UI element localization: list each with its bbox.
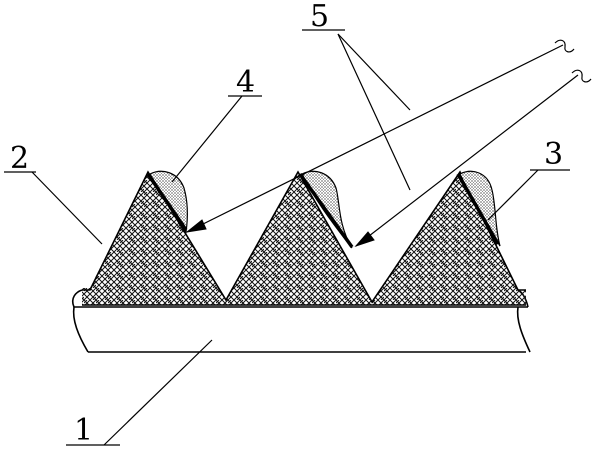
label-3: 3 — [544, 137, 563, 172]
coating-middle — [298, 170, 354, 249]
woven-layer — [82, 170, 526, 306]
label-2: 2 — [10, 141, 29, 176]
coating-right — [456, 170, 501, 247]
leader-lines — [4, 29, 570, 446]
label-5: 5 — [310, 0, 329, 34]
fibers — [185, 39, 592, 248]
coating-left — [146, 170, 188, 234]
label-4: 4 — [236, 65, 255, 100]
label-1: 1 — [74, 413, 93, 448]
